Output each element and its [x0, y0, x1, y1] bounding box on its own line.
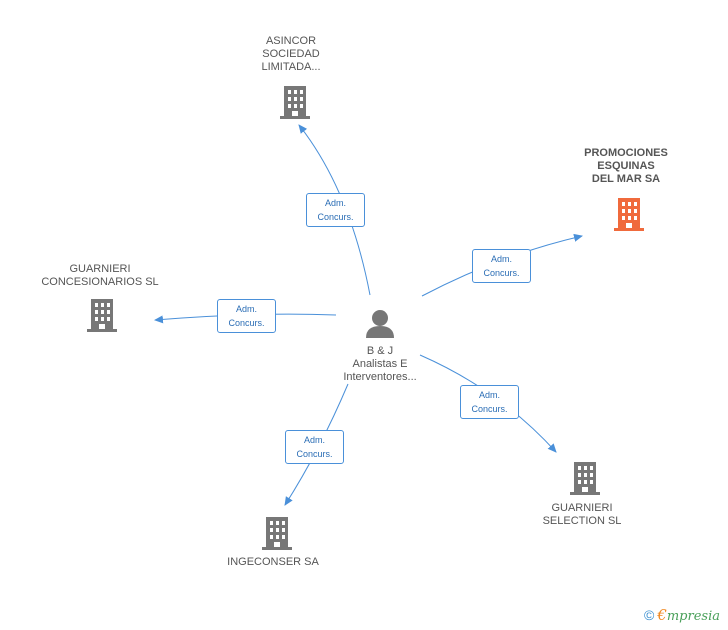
building-icon[interactable]	[262, 517, 292, 550]
edge-label-ingeconser: Adm. Concurs.	[285, 430, 344, 464]
node-label-asincor[interactable]: ASINCOR SOCIEDAD LIMITADA...	[261, 35, 321, 73]
edge-label-line2: Concurs.	[471, 404, 508, 414]
edge-label-line2: Concurs.	[483, 268, 520, 278]
node-label-promociones[interactable]: PROMOCIONES ESQUINAS DEL MAR SA	[584, 147, 668, 185]
empresia-logo-initial: €	[657, 606, 667, 624]
building-icon[interactable]	[280, 86, 310, 119]
edge-label-line2: Concurs.	[296, 449, 333, 459]
empresia-watermark: ©€mpresia	[644, 606, 720, 624]
edge-label-promociones: Adm. Concurs.	[472, 249, 531, 283]
edge-label-line2: Concurs.	[228, 318, 265, 328]
empresia-logo-text: mpresia	[666, 609, 720, 624]
building-icon[interactable]	[570, 462, 600, 495]
edge-label-asincor: Adm. Concurs.	[306, 193, 365, 227]
edge-label-guarnieri-concesionarios: Adm. Concurs.	[217, 299, 276, 333]
node-label-guarnieri-concesionarios[interactable]: GUARNIERI CONCESIONARIOS SL	[41, 263, 159, 288]
edge-label-line1: Adm.	[235, 304, 257, 314]
building-icon[interactable]	[87, 299, 117, 332]
person-icon[interactable]	[366, 310, 394, 338]
edge-label-line1: Adm.	[303, 435, 325, 445]
building-icon-highlight[interactable]	[614, 198, 644, 231]
edge-label-line1: Adm.	[324, 198, 346, 208]
center-label[interactable]: B & J Analistas E Interventores...	[343, 345, 417, 383]
node-label-ingeconser[interactable]: INGECONSER SA	[227, 556, 319, 568]
edge-label-line1: Adm.	[478, 390, 500, 400]
node-label-guarnieri-selection[interactable]: GUARNIERI SELECTION SL	[542, 502, 622, 527]
edge-label-line1: Adm.	[490, 254, 512, 264]
edge-label-line2: Concurs.	[317, 212, 354, 222]
edge-label-guarnieri-selection: Adm. Concurs.	[460, 385, 519, 419]
copyright-symbol: ©	[643, 607, 655, 623]
